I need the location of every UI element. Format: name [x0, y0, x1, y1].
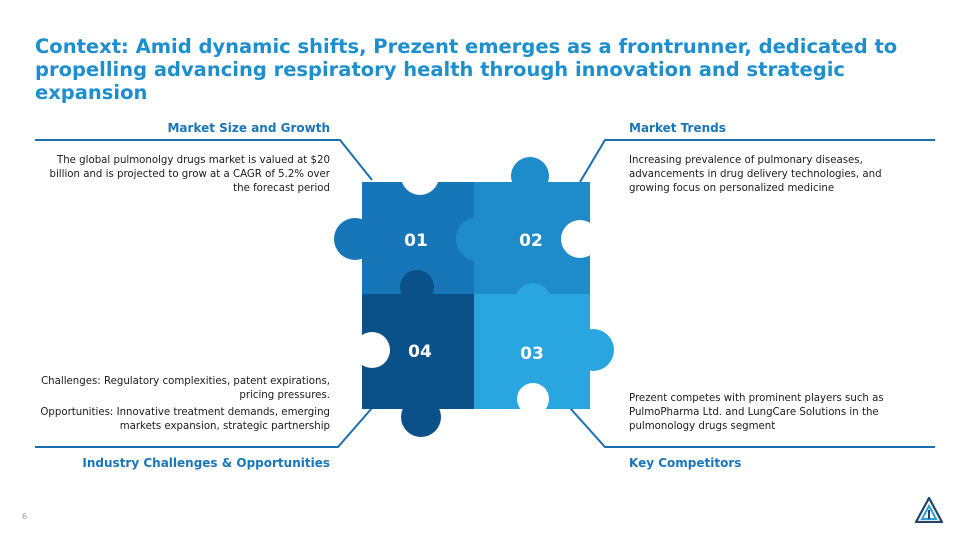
slide-title: Context: Amid dynamic shifts, Prezent em…: [35, 35, 898, 104]
puzzle-piece-01: [334, 182, 474, 294]
puzzle-label-01: 01: [404, 231, 428, 251]
puzzle-hole-left-bottom: [354, 332, 390, 368]
connector-bottom-left: [35, 407, 373, 448]
connector-top-right: [579, 139, 935, 183]
opportunities-paragraph: Opportunities: Innovative treatment dema…: [40, 407, 330, 432]
puzzle-label-04: 04: [408, 342, 432, 362]
connector-bottom-right: [569, 407, 935, 448]
competitors-paragraph: Prezent competes with prominent players …: [629, 393, 884, 432]
page-number: 6: [22, 512, 28, 521]
puzzle-label-02: 02: [519, 231, 543, 251]
puzzle-label-03: 03: [520, 344, 544, 364]
connector-top-left: [35, 139, 373, 181]
competitors-heading: Key Competitors: [629, 456, 742, 470]
challenges-heading: Industry Challenges & Opportunities: [82, 456, 330, 470]
puzzle-hole-bottom-right: [517, 383, 549, 415]
triangle-logo-icon: [915, 497, 943, 523]
puzzle-piece-03: [474, 283, 614, 409]
challenges-paragraph: Challenges: Regulatory complexities, pat…: [41, 376, 330, 401]
competitors-text: Prezent competes with prominent players …: [629, 392, 914, 437]
puzzle-hole-top-left: [401, 157, 439, 195]
challenges-text: Challenges: Regulatory complexities, pat…: [35, 375, 330, 437]
market-trends-text: Increasing prevalence of pulmonary disea…: [629, 154, 919, 199]
puzzle-hole-right-top: [561, 220, 599, 258]
puzzle-graphic: 01 02 04 03: [334, 157, 614, 437]
market-size-heading: Market Size and Growth: [167, 121, 330, 135]
market-trends-paragraph: Increasing prevalence of pulmonary disea…: [629, 155, 882, 194]
puzzle-piece-04: [362, 270, 491, 437]
market-trends-heading: Market Trends: [629, 121, 726, 135]
market-size-paragraph: The global pulmonolgy drugs market is va…: [49, 155, 331, 194]
market-size-text: The global pulmonolgy drugs market is va…: [35, 154, 331, 199]
